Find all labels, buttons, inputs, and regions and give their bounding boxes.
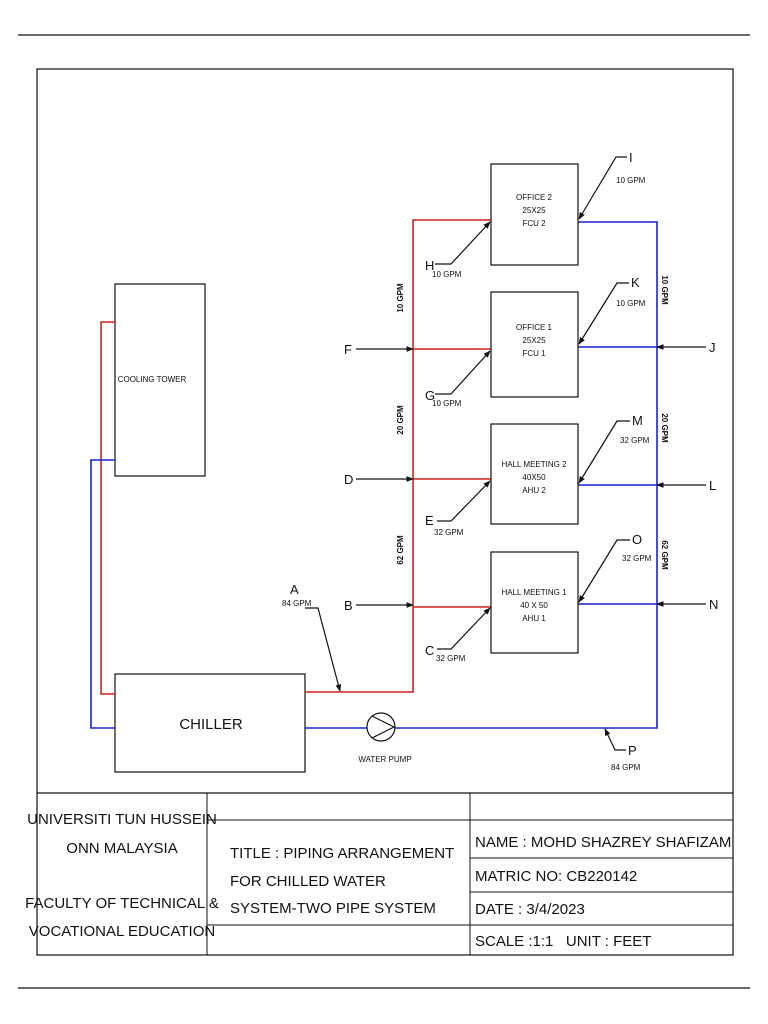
svg-text:SYSTEM-TWO PIPE SYSTEM: SYSTEM-TWO PIPE SYSTEM [230, 900, 436, 917]
svg-text:A: A [290, 582, 299, 597]
return-flow-label: 10 GPM [660, 275, 669, 305]
svg-text:HALL MEETING 1: HALL MEETING 1 [501, 588, 567, 597]
svg-text:10 GPM: 10 GPM [432, 270, 462, 279]
svg-text:N: N [709, 597, 718, 612]
svg-text:40X50: 40X50 [522, 473, 546, 482]
unit-hall-meeting-1: HALL MEETING 1 40 X 50 AHU 1 [490, 551, 579, 654]
drawing-frame [36, 68, 734, 956]
chilled-return-main [305, 221, 658, 729]
svg-text:P: P [628, 743, 637, 758]
svg-text:H: H [425, 258, 434, 273]
point-P: P 84 GPM [604, 728, 641, 772]
unit-office-2: OFFICE 2 25X25 FCU 2 [490, 163, 579, 266]
point-M: M 32 GPM [578, 413, 650, 484]
svg-text:F: F [344, 342, 352, 357]
point-E: E 32 GPM [425, 480, 491, 537]
point-G: G 10 GPM [425, 350, 491, 408]
supply-flow-label: 20 GPM [396, 405, 405, 435]
svg-text:32 GPM: 32 GPM [620, 436, 650, 445]
point-N: N [656, 597, 718, 612]
unit-office-1: OFFICE 1 25X25 FCU 1 [490, 291, 579, 398]
svg-text:MATRIC NO: CB220142: MATRIC NO: CB220142 [475, 868, 637, 885]
svg-text:WATER PUMP: WATER PUMP [358, 755, 411, 764]
svg-text:TITLE : PIPING ARRANGEMENT: TITLE : PIPING ARRANGEMENT [230, 845, 454, 862]
svg-text:10 GPM: 10 GPM [616, 299, 646, 308]
svg-text:J: J [709, 340, 716, 355]
point-K: K 10 GPM [578, 275, 646, 345]
svg-text:AHU 2: AHU 2 [522, 486, 546, 495]
svg-text:K: K [631, 275, 640, 290]
svg-text:25X25: 25X25 [522, 206, 546, 215]
svg-text:DATE : 3/4/2023: DATE : 3/4/2023 [475, 901, 585, 918]
svg-text:SCALE :1:1 UNIT : FEET: SCALE :1:1 UNIT : FEET [475, 933, 651, 950]
svg-text:FACULTY OF TECHNICAL &: FACULTY OF TECHNICAL & [25, 895, 219, 912]
point-L: L [656, 478, 716, 493]
svg-text:32 GPM: 32 GPM [622, 554, 652, 563]
point-H: H 10 GPM [425, 221, 491, 279]
svg-text:B: B [344, 598, 353, 613]
svg-text:VOCATIONAL EDUCATION: VOCATIONAL EDUCATION [29, 923, 215, 940]
svg-text:32 GPM: 32 GPM [436, 654, 466, 663]
svg-text:32 GPM: 32 GPM [434, 528, 464, 537]
supply-flow-label: 62 GPM [396, 535, 405, 565]
svg-text:D: D [344, 472, 353, 487]
svg-text:CHILLER: CHILLER [179, 716, 243, 733]
water-pump: WATER PUMP [358, 712, 412, 764]
svg-text:FCU 2: FCU 2 [522, 219, 546, 228]
svg-text:FCU 1: FCU 1 [522, 349, 546, 358]
svg-text:84 GPM: 84 GPM [611, 763, 641, 772]
point-C: C 32 GPM [425, 607, 491, 663]
point-O: O 32 GPM [578, 532, 652, 603]
svg-text:ONN MALAYSIA: ONN MALAYSIA [66, 840, 177, 857]
svg-text:UNIVERSITI TUN HUSSEIN: UNIVERSITI TUN HUSSEIN [27, 811, 217, 828]
supply-flow-label: 10 GPM [396, 283, 405, 313]
svg-text:OFFICE 1: OFFICE 1 [516, 323, 553, 332]
svg-text:84 GPM: 84 GPM [282, 599, 312, 608]
svg-text:O: O [632, 532, 642, 547]
svg-text:25X25: 25X25 [522, 336, 546, 345]
svg-text:G: G [425, 388, 435, 403]
svg-text:10 GPM: 10 GPM [432, 399, 462, 408]
svg-text:C: C [425, 643, 434, 658]
return-flow-label: 20 GPM [660, 413, 669, 443]
cooling-tower: COOLING TOWER [114, 283, 206, 477]
svg-text:E: E [425, 513, 434, 528]
title-block: UNIVERSITI TUN HUSSEIN ONN MALAYSIA FACU… [25, 792, 733, 955]
point-D: D [344, 472, 414, 487]
condenser-supply-pipe [100, 321, 115, 695]
point-J: J [656, 340, 716, 355]
svg-text:10 GPM: 10 GPM [616, 176, 646, 185]
svg-text:40 X 50: 40 X 50 [520, 601, 548, 610]
unit-hall-meeting-2: HALL MEETING 2 40X50 AHU 2 [490, 423, 579, 525]
point-F: F [344, 342, 414, 357]
chilled-supply-main [305, 219, 491, 693]
svg-text:L: L [709, 478, 716, 493]
chiller: CHILLER [114, 673, 306, 773]
condenser-return-pipe [90, 459, 115, 729]
svg-text:COOLING TOWER: COOLING TOWER [118, 375, 187, 384]
svg-text:NAME : MOHD SHAZREY SHAFIZAM: NAME : MOHD SHAZREY SHAFIZAM [475, 834, 731, 851]
svg-text:FOR CHILLED WATER: FOR CHILLED WATER [230, 873, 386, 890]
point-B: B [344, 598, 414, 613]
point-A: A 84 GPM [282, 582, 342, 692]
svg-text:M: M [632, 413, 643, 428]
point-I: I 10 GPM [578, 150, 646, 220]
return-flow-label: 62 GPM [660, 540, 669, 570]
svg-text:OFFICE 2: OFFICE 2 [516, 193, 553, 202]
svg-text:I: I [629, 150, 633, 165]
svg-text:HALL MEETING 2: HALL MEETING 2 [501, 460, 567, 469]
svg-text:AHU 1: AHU 1 [522, 614, 546, 623]
